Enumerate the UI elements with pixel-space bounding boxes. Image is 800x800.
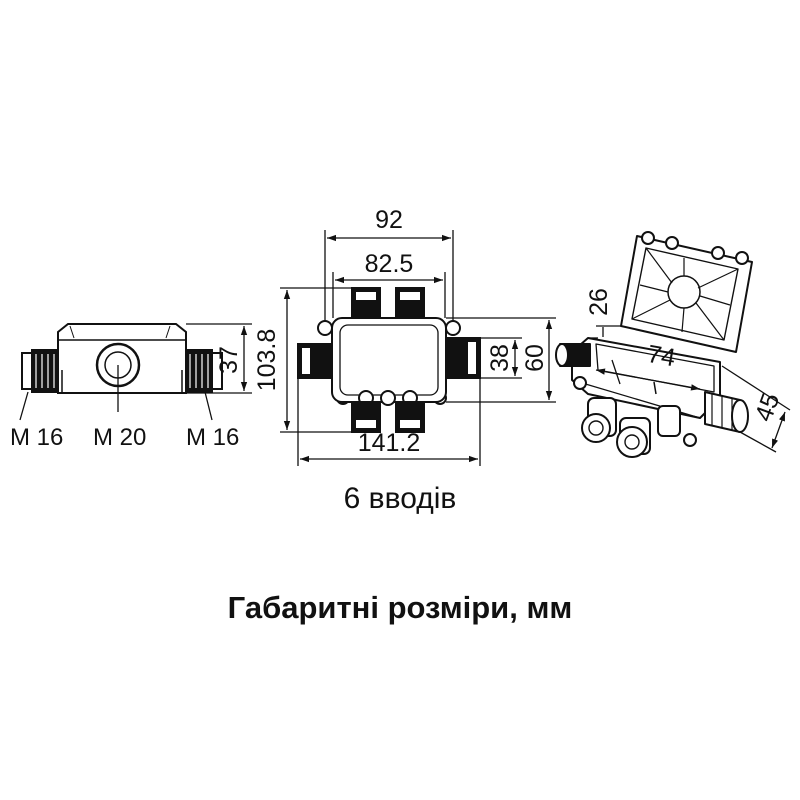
- page-title: Габаритні розміри, мм: [227, 590, 573, 625]
- thread-left-label: M 16: [10, 424, 63, 451]
- dim-74: 74: [645, 340, 677, 372]
- dim-141-2: 141.2: [358, 429, 421, 457]
- right-gland: [185, 349, 223, 393]
- dim-38: 38: [486, 344, 514, 372]
- side-view: [21, 323, 223, 394]
- iso-right-gland: [704, 391, 749, 433]
- inputs-count-caption: 6 вводів: [343, 482, 457, 515]
- dim-82-5: 82.5: [365, 250, 414, 278]
- dim-92: 92: [375, 206, 403, 234]
- iso-left-gland: [555, 343, 591, 367]
- top-view: [297, 287, 481, 433]
- top-glands: [351, 287, 425, 319]
- iso-view-dimensions: [588, 325, 791, 453]
- iso-front-glands: [581, 397, 681, 458]
- top-view-dimensions: [280, 230, 556, 466]
- dim-103-8: 103.8: [253, 329, 281, 392]
- dim-45: 45: [750, 389, 786, 425]
- bottom-glands: [351, 401, 425, 433]
- left-gland: [21, 349, 59, 393]
- thread-right-label: M 16: [186, 424, 239, 451]
- side-glands: [297, 337, 481, 379]
- side-height-label: 37: [215, 346, 243, 374]
- thread-center-label: M 20: [93, 424, 146, 451]
- side-view-dimensions: [19, 323, 252, 421]
- iso-view: [555, 231, 753, 458]
- dim-26: 26: [585, 288, 613, 316]
- dim-60: 60: [521, 344, 549, 372]
- open-lid: [620, 231, 753, 353]
